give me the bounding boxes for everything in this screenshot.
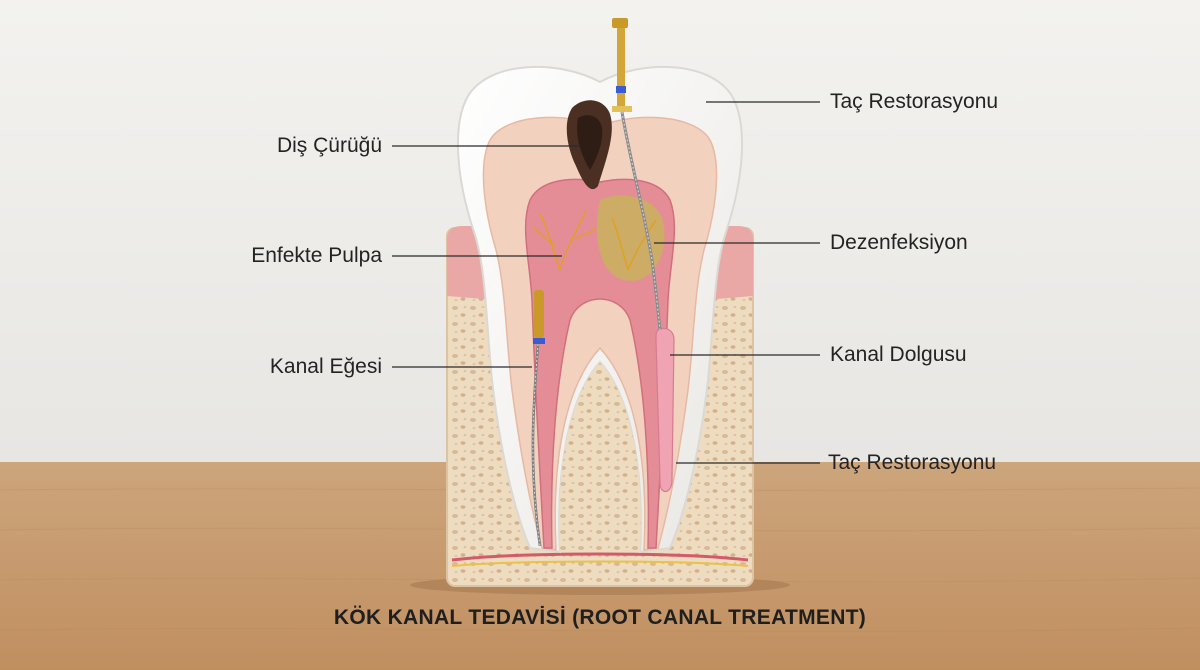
diagram-caption: KÖK KANAL TEDAVİSİ (ROOT CANAL TREATMENT… [333,606,867,629]
base-vessels [451,552,749,562]
infection-zone [597,195,665,281]
pointer-lines [392,101,820,464]
label-kanal-egesi: Kanal Eğesi [269,355,382,378]
inter-root-bone [559,362,641,552]
label-kanal-dolgusu: Kanal Dolgusu [830,343,967,366]
canal-filling [655,327,675,493]
label-enfekte-pulpa: Enfekte Pulpa [251,244,382,267]
label-tac-restorasyonu-bottom: Taç Restorasyonu [828,451,997,474]
label-dezenfeksiyon: Dezenfeksiyon [830,231,968,254]
canal-file-left [531,290,545,547]
endodontic-file-icon [612,18,662,331]
label-dis-curugu: Diş Çürüğü [276,134,382,157]
label-tac-restorasyonu-top: Taç Restorasyonu [830,90,999,113]
pulp-nerves [533,209,657,271]
